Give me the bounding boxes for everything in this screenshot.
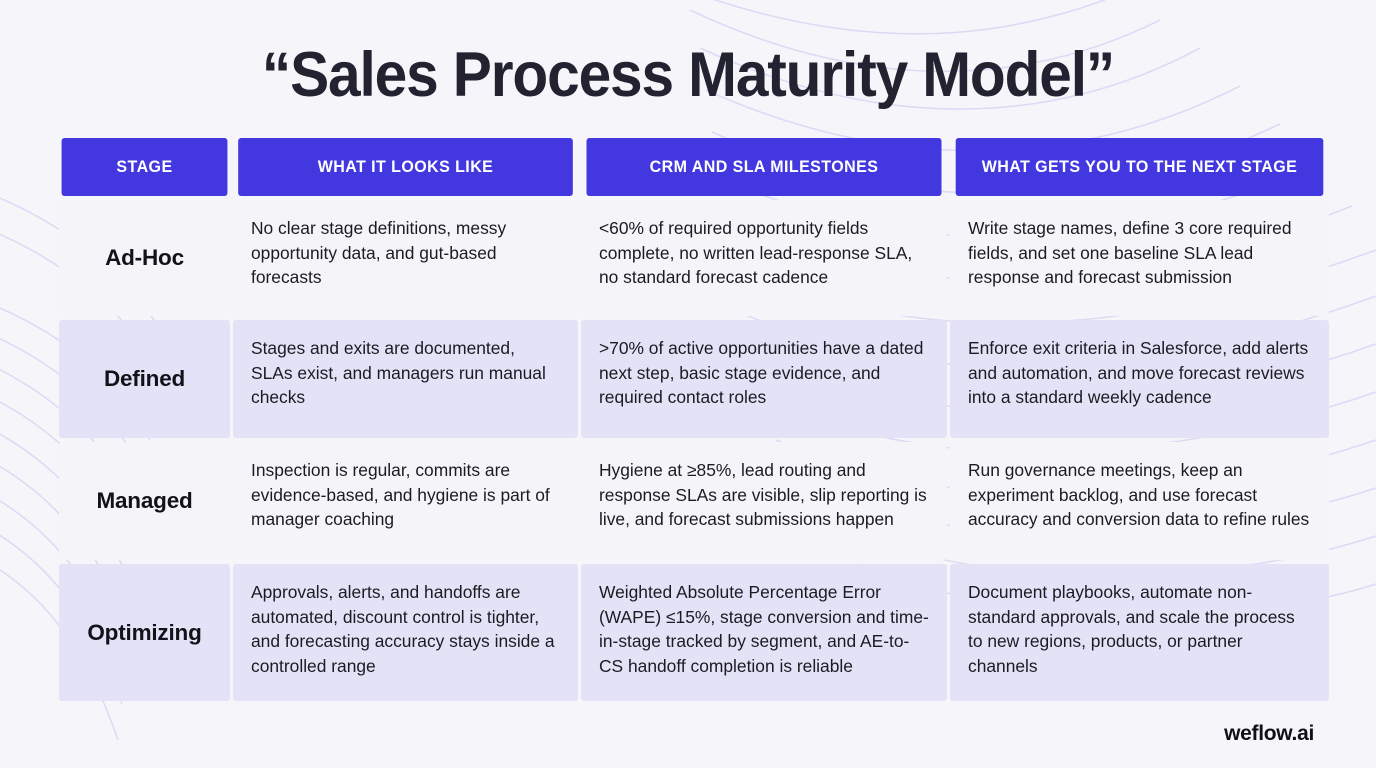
footer: weflow.ai [0, 722, 1376, 768]
next-stage-cell: Document playbooks, automate non-standar… [950, 564, 1329, 702]
maturity-table-container: STAGE WHAT IT LOOKS LIKE CRM AND SLA MIL… [56, 134, 1329, 705]
next-stage-cell: Write stage names, define 3 core require… [950, 200, 1329, 317]
stage-name-cell: Managed [59, 442, 230, 561]
stage-name-cell: Defined [59, 320, 230, 439]
page-title: “Sales Process Maturity Model” [261, 40, 1115, 110]
table-row: Ad-Hoc No clear stage definitions, messy… [59, 200, 1329, 317]
next-stage-cell: Enforce exit criteria in Salesforce, add… [950, 320, 1329, 439]
milestones-cell: Hygiene at ≥85%, lead routing and respon… [581, 442, 947, 561]
table-row: Defined Stages and exits are documented,… [59, 320, 1329, 439]
stage-name-cell: Optimizing [59, 564, 230, 702]
brand-wordmark: weflow.ai [1224, 722, 1314, 745]
looks-like-cell: Inspection is regular, commits are evide… [233, 442, 578, 561]
looks-like-cell: Stages and exits are documented, SLAs ex… [233, 320, 578, 439]
table-body: Ad-Hoc No clear stage definitions, messy… [59, 200, 1329, 702]
milestones-cell: >70% of active opportunities have a date… [581, 320, 947, 439]
column-header-stage: STAGE [61, 138, 228, 197]
milestones-cell: <60% of required opportunity fields comp… [581, 200, 947, 317]
looks-like-cell: No clear stage definitions, messy opport… [233, 200, 578, 317]
column-header-milestones: CRM AND SLA MILESTONES [586, 138, 942, 197]
column-header-next-stage: WHAT GETS YOU TO THE NEXT STAGE [955, 138, 1324, 197]
looks-like-cell: Approvals, alerts, and handoffs are auto… [233, 564, 578, 702]
maturity-model-table: STAGE WHAT IT LOOKS LIKE CRM AND SLA MIL… [56, 134, 1332, 705]
next-stage-cell: Run governance meetings, keep an experim… [950, 442, 1329, 561]
column-header-looks-like: WHAT IT LOOKS LIKE [238, 138, 573, 197]
table-header: STAGE WHAT IT LOOKS LIKE CRM AND SLA MIL… [59, 138, 1329, 197]
table-row: Managed Inspection is regular, commits a… [59, 442, 1329, 561]
stage-name-cell: Ad-Hoc [59, 200, 230, 317]
header-row: STAGE WHAT IT LOOKS LIKE CRM AND SLA MIL… [59, 138, 1329, 197]
milestones-cell: Weighted Absolute Percentage Error (WAPE… [581, 564, 947, 702]
title-container: “Sales Process Maturity Model” [0, 0, 1376, 108]
table-row: Optimizing Approvals, alerts, and handof… [59, 564, 1329, 702]
